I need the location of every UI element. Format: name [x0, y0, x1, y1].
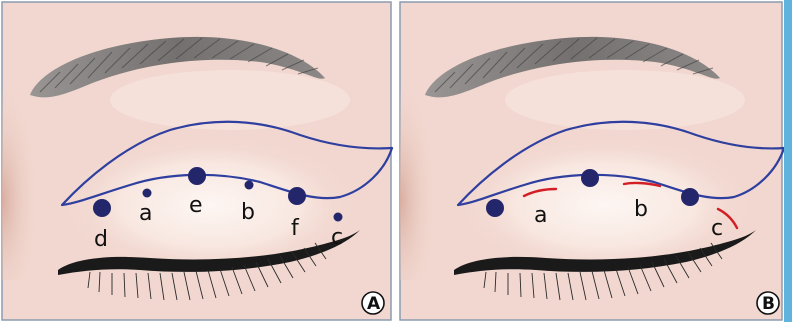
panel-a-left-shade — [2, 80, 62, 280]
point-f-label: f — [291, 216, 300, 241]
panel-b-badge-text: B — [762, 294, 775, 314]
point-d-marker — [93, 199, 111, 217]
incision-a-label: a — [534, 203, 547, 228]
point-a-marker — [143, 189, 152, 198]
point-left-marker — [486, 199, 504, 217]
panel-b: a b c B — [400, 2, 784, 320]
point-a-label: a — [139, 201, 152, 226]
panel-a-badge-text: A — [367, 294, 381, 314]
point-d-label: d — [94, 227, 108, 252]
point-b-label: b — [241, 200, 255, 225]
point-f-marker — [288, 187, 306, 205]
incision-b-label: b — [634, 197, 648, 222]
point-c-label: c — [331, 225, 343, 250]
point-e-marker — [188, 167, 206, 185]
point-c-marker — [334, 213, 343, 222]
point-e-label: e — [189, 193, 203, 218]
point-right-marker — [681, 188, 699, 206]
panel-a: d a e b f c A — [2, 2, 392, 320]
panel-b-left-shade — [400, 80, 460, 280]
point-center-marker — [581, 169, 599, 187]
incision-c-label: c — [711, 216, 723, 241]
point-b-marker — [245, 181, 254, 190]
side-accent-bar — [784, 0, 792, 322]
